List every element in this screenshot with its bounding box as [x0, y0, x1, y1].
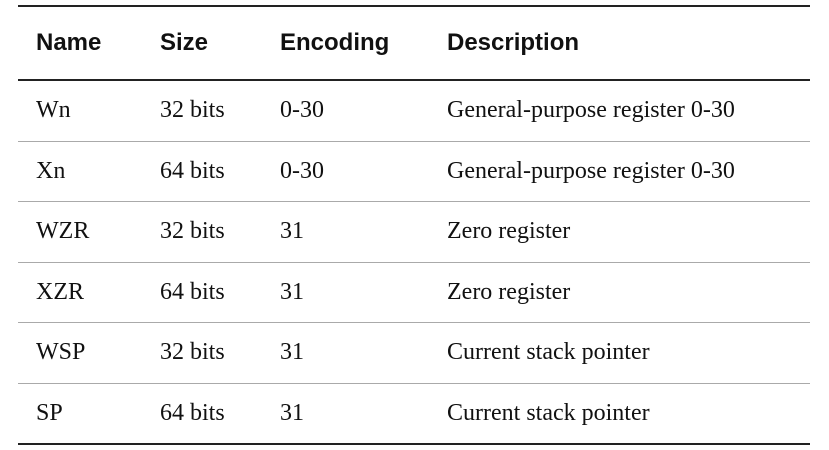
cell-description: Zero register	[447, 201, 810, 263]
cell-encoding: 0-30	[280, 80, 447, 142]
cell-encoding: 0-30	[280, 141, 447, 202]
header-row: Name Size Encoding Description	[18, 5, 810, 81]
cell-encoding: 31	[280, 383, 447, 445]
cell-size: 32 bits	[160, 80, 280, 142]
cell-name: XZR	[18, 262, 160, 323]
header-description: Description	[447, 5, 810, 81]
header-name: Name	[18, 5, 160, 81]
cell-description: General-purpose register 0-30	[447, 80, 810, 142]
cell-encoding: 31	[280, 262, 447, 323]
cell-description: Current stack pointer	[447, 322, 810, 384]
header-size: Size	[160, 5, 280, 81]
cell-name: WZR	[18, 201, 160, 263]
cell-name: Xn	[18, 141, 160, 202]
cell-description: General-purpose register 0-30	[447, 141, 810, 202]
cell-size: 64 bits	[160, 141, 280, 202]
cell-name: WSP	[18, 322, 160, 384]
cell-description: Current stack pointer	[447, 383, 810, 445]
cell-encoding: 31	[280, 201, 447, 263]
cell-encoding: 31	[280, 322, 447, 384]
cell-size: 64 bits	[160, 262, 280, 323]
cell-size: 32 bits	[160, 201, 280, 263]
cell-description: Zero register	[447, 262, 810, 323]
cell-size: 64 bits	[160, 383, 280, 445]
cell-size: 32 bits	[160, 322, 280, 384]
cell-name: SP	[18, 383, 160, 445]
cell-name: Wn	[18, 80, 160, 142]
header-encoding: Encoding	[280, 5, 447, 81]
